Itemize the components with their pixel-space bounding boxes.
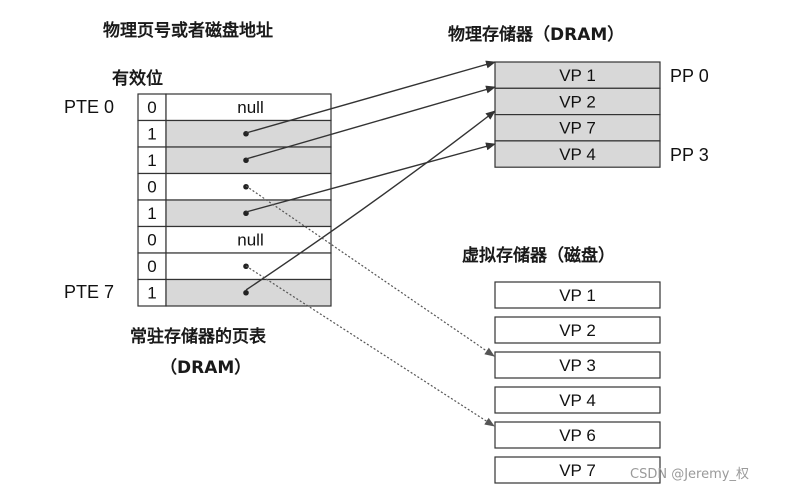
pp-3-label: PP 3: [670, 145, 709, 165]
physical-page-label: VP 2: [559, 92, 596, 111]
physical-page-box: [494, 61, 661, 89]
pte-row: 1: [137, 119, 332, 148]
arrow-pte4-to-pp3: [245, 142, 496, 213]
valid-bit-value: 0: [147, 178, 156, 197]
pointer-dot: [243, 289, 249, 296]
physical-page: VP 2: [494, 87, 661, 116]
valid-bit-value: 0: [147, 98, 156, 117]
watermark: CSDN @Jeremy_权: [630, 466, 749, 482]
virtual-memory: VP 1 VP 2 VP 3 VP 4 VP 6 VP 7: [494, 281, 661, 484]
page-table: 0 null 1 1 0 1 0 null 0 1: [137, 93, 332, 307]
physical-memory-title: 物理存储器（DRAM）: [448, 24, 624, 45]
virtual-page-label: VP 2: [559, 321, 596, 340]
address-cell: [165, 225, 332, 254]
address-value: null: [237, 98, 263, 117]
virtual-memory-title: 虚拟存储器（磁盘）: [462, 245, 615, 266]
virtual-page-label: VP 4: [559, 391, 596, 410]
arrow-pte2-to-pp1: [245, 85, 496, 160]
physical-page-label: VP 1: [559, 66, 596, 85]
pte-7-label: PTE 7: [64, 282, 114, 302]
mapping-arrows: [245, 60, 496, 427]
virtual-page-label: VP 3: [559, 356, 596, 375]
address-value: null: [237, 231, 263, 250]
physical-page: VP 4: [494, 140, 661, 168]
pte-0-label: PTE 0: [64, 97, 114, 117]
pte-row: 1: [137, 278, 332, 307]
valid-bit-value: 1: [147, 151, 156, 170]
virtual-page-box: [494, 316, 661, 344]
physical-page-label: VP 7: [559, 119, 596, 138]
virtual-page-label: VP 1: [559, 286, 596, 305]
virtual-page: VP 2: [494, 316, 661, 344]
valid-bit-value: 1: [147, 284, 156, 303]
pointer-dot: [243, 183, 249, 190]
virtual-page-box: [494, 351, 661, 379]
physical-page: VP 7: [494, 113, 661, 142]
page-table-title-dram: （DRAM）: [160, 357, 251, 378]
valid-bit-value: 1: [147, 204, 156, 223]
arrow-pte1-to-pp0: [245, 60, 496, 134]
pte-row: 0 null: [137, 225, 332, 254]
pte-row: 1: [137, 199, 332, 228]
pp-0-label: PP 0: [670, 66, 709, 86]
virtual-page-label: VP 6: [559, 426, 596, 445]
virtual-page-box: [494, 456, 661, 484]
physical-page-box: [494, 140, 661, 168]
valid-bit-cell: [137, 278, 167, 307]
page-table-title: 常驻存储器的页表: [130, 326, 267, 347]
physical-page: VP 1: [494, 61, 661, 89]
virtual-page: VP 6: [494, 421, 661, 449]
pte-row: 0: [137, 252, 332, 281]
virtual-page: VP 1: [494, 281, 661, 309]
valid-bit-cell: [137, 172, 167, 201]
pte-row: 1: [137, 146, 332, 175]
valid-bit-label: 有效位: [112, 68, 163, 89]
physical-memory: VP 1 VP 2 VP 7 VP 4: [494, 61, 661, 168]
valid-bit-value: 0: [147, 231, 156, 250]
valid-bit-value: 0: [147, 257, 156, 276]
physical-page-box: [494, 113, 661, 142]
physical-page-label: VP 4: [559, 145, 596, 164]
virtual-page-box: [494, 281, 661, 309]
valid-bit-value: 1: [147, 125, 156, 144]
virtual-page-box: [494, 386, 661, 414]
arrow-pte7-to-pp2: [245, 110, 496, 291]
virtual-page: VP 3: [494, 351, 661, 379]
virtual-page-box: [494, 421, 661, 449]
virtual-page: VP 4: [494, 386, 661, 414]
virtual-page-label: VP 7: [559, 461, 596, 480]
virtual-page: VP 7: [494, 456, 661, 484]
arrow-pte6-to-vp6-disk: [245, 265, 495, 427]
valid-bit-cell: [137, 119, 167, 148]
ppn-or-disk-address-label: 物理页号或者磁盘地址: [103, 20, 273, 41]
pte-row: 0 null: [137, 93, 332, 122]
